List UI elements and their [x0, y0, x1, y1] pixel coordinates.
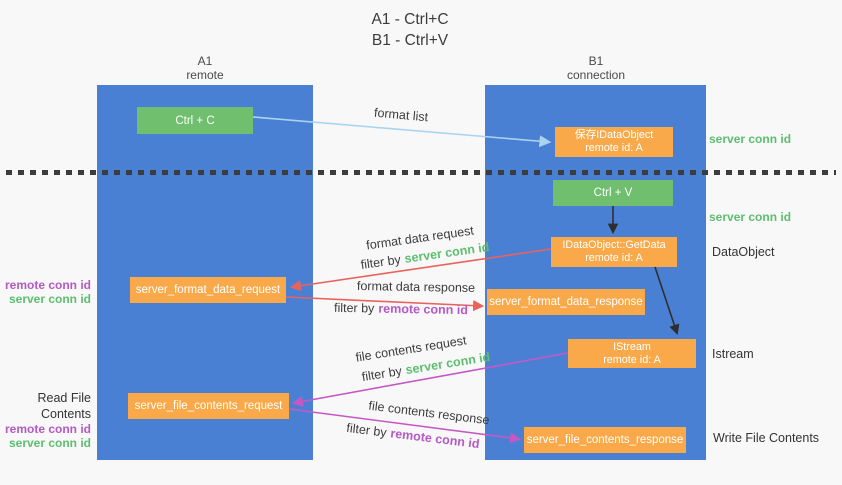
node-format-request-label: server_format_data_request [135, 284, 281, 296]
node-istream: IStream remote id: A [568, 339, 696, 368]
left-remote-conn-id-1: remote conn id [4, 278, 91, 292]
node-istream-line1: IStream [613, 340, 651, 353]
lane-b1-id: B1 [588, 54, 604, 68]
filter-by-text: filter by [360, 363, 403, 385]
filter-by-text: filter by [359, 252, 402, 272]
left-server-conn-id-2: server conn id [8, 436, 91, 450]
lane-a1-id: A1 [197, 54, 213, 68]
left-label-group-file: Read File Contents remote conn id server… [0, 390, 91, 450]
side-label-dataobject: DataObject [712, 245, 775, 259]
node-ctrl-c-label: Ctrl + C [175, 114, 215, 127]
side-label-write-file-contents: Write File Contents [713, 431, 820, 445]
node-server-file-contents-request: server_file_contents_request [128, 393, 289, 419]
side-label-server-conn-id-top: server conn id [709, 132, 792, 146]
filter-by-text: filter by [345, 420, 388, 440]
left-remote-conn-id-2: remote conn id [4, 422, 91, 436]
node-save-idataobject-line2: remote id: A [585, 142, 643, 154]
remote-conn-id-text: remote conn id [378, 301, 469, 318]
left-read-file-contents: Read File Contents [37, 391, 92, 421]
title-line-1: A1 - Ctrl+C [371, 11, 449, 28]
label-format-data-response: format data response [356, 278, 476, 296]
node-server-format-data-request: server_format_data_request [130, 277, 286, 303]
left-label-group-format: remote conn id server conn id [0, 278, 91, 306]
node-ctrl-c: Ctrl + C [137, 107, 253, 134]
node-file-request-label: server_file_contents_request [134, 400, 283, 412]
lane-b1-subtitle: connection [566, 68, 626, 82]
node-getdata-line2: remote id: A [585, 252, 643, 264]
remote-conn-id-text: remote conn id [389, 426, 481, 452]
node-ctrl-v-label: Ctrl + V [593, 187, 633, 199]
filter-by-text: filter by [333, 300, 375, 316]
lane-header-a1: A1 remote [97, 54, 313, 82]
node-server-format-data-response: server_format_data_response [487, 289, 645, 315]
node-file-response-label: server_file_contents_response [526, 434, 684, 446]
node-ctrl-v: Ctrl + V [553, 180, 673, 206]
lane-a1-subtitle: remote [186, 68, 224, 82]
node-idataobject-getdata: IDataObject::GetData remote id: A [551, 237, 677, 267]
side-label-istream: Istream [712, 347, 754, 361]
node-server-file-contents-response: server_file_contents_response [524, 427, 686, 453]
label-format-list: format list [373, 105, 429, 125]
dotted-divider [6, 170, 836, 175]
title-line-2: B1 - Ctrl+V [371, 32, 449, 49]
node-save-idataobject: 保存IDataObject remote id: A [555, 127, 673, 157]
diagram-title: A1 - Ctrl+C B1 - Ctrl+V [300, 9, 520, 51]
side-label-server-conn-id-mid: server conn id [709, 210, 792, 224]
node-save-idataobject-line1: 保存IDataObject [574, 129, 654, 141]
label-file-contents-response: file contents response [367, 398, 491, 428]
left-server-conn-id-1: server conn id [8, 292, 91, 306]
node-getdata-line1: IDataObject::GetData [562, 239, 666, 251]
node-format-response-label: server_format_data_response [489, 296, 643, 308]
node-istream-line2: remote id: A [603, 353, 661, 366]
lane-header-b1: B1 connection [488, 54, 704, 82]
